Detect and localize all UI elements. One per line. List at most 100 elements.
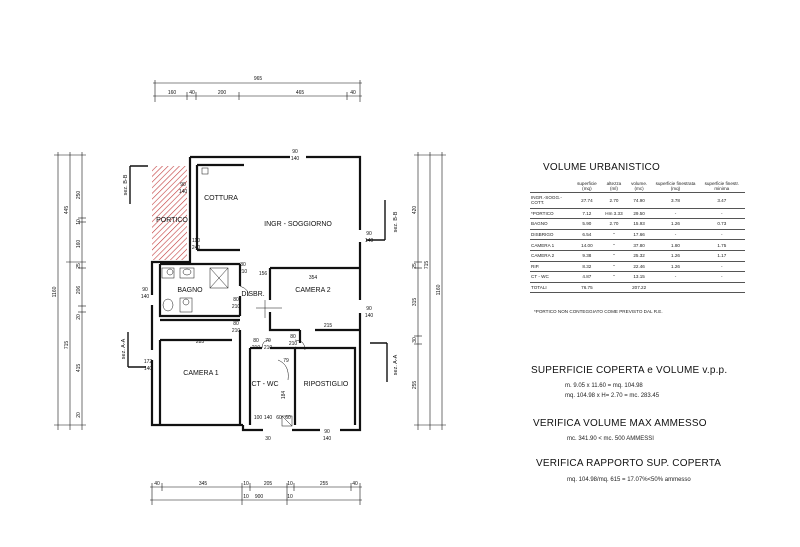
opening-entry-h: 240 <box>192 245 201 251</box>
dim-right-i1: 420 <box>412 206 418 215</box>
dim-bottom-3: 10 <box>243 481 249 487</box>
cell: 1.80 <box>652 239 699 251</box>
opening-cott-h: 140 <box>179 189 188 195</box>
dim-bottom-1: 40 <box>154 481 160 487</box>
superficie-title: SUPERFICIE COPERTA e VOLUME v.p.p. <box>531 365 728 376</box>
opening-bagno-door-w: 80 <box>233 297 239 303</box>
room-ripostiglio: RIPOSTIGLIO <box>304 381 349 388</box>
superficie-line-2: mq. 104.98 x H= 2.70 = mc. 283.45 <box>565 393 660 399</box>
dim-left-i6: 20 <box>76 314 82 320</box>
opening-ct-door-h: 210 <box>252 345 261 351</box>
opening-bagno-door-h: 210 <box>232 304 241 310</box>
cell: 7.12 <box>571 207 603 219</box>
dim-right-i4: 30 <box>412 337 418 343</box>
cell: - <box>698 271 745 283</box>
cell: 27.74 <box>571 192 603 209</box>
cell <box>602 281 626 294</box>
verifica-volume-title: VERIFICA VOLUME MAX AMMESSO <box>533 418 707 429</box>
cell: 37.80 <box>625 239 653 251</box>
dim-left-i8: 20 <box>76 412 82 418</box>
room-camera-1: CAMERA 1 <box>183 370 219 377</box>
cell: " <box>602 239 626 251</box>
opening-ct-door2-w: 70 <box>265 338 271 344</box>
header-col-3: volume. (mc) <box>631 181 648 191</box>
cell: CAMERA 1 <box>530 239 572 251</box>
opening-cam2-door-w: 80 <box>290 334 296 340</box>
verifica-rapporto-line: mq. 104.98/mq. 615 = 17.07%<50% ammesso <box>567 477 691 483</box>
dim-left-i2: 10 <box>76 219 82 225</box>
dim-bottom-5: 10 <box>287 481 293 487</box>
dim-left-2: 715 <box>64 341 70 350</box>
opening-ct-door-w: 80 <box>253 338 259 344</box>
dim-bottom-6: 255 <box>320 481 329 487</box>
cell: - <box>652 271 699 283</box>
section-bb-left: sez. B-B <box>123 174 129 195</box>
cell: " <box>602 249 626 262</box>
volume-title: VOLUME URBANISTICO <box>543 162 660 173</box>
cell <box>698 281 745 294</box>
cell: 74.90 <box>625 192 653 209</box>
opening-184: 184 <box>281 391 287 400</box>
dim-right-i5: 255 <box>412 381 418 390</box>
dim-bottom-2: 345 <box>199 481 208 487</box>
dim-bottom-sub2: 10 <box>287 494 293 500</box>
header-col-0 <box>530 180 572 193</box>
opening-cam1-door-h: 210 <box>232 328 241 334</box>
verifica-rapporto-title: VERIFICA RAPPORTO SUP. COPERTA <box>536 458 722 469</box>
right-dimensions <box>414 152 446 430</box>
bottom-dimensions <box>150 483 362 505</box>
cell: 1.26 <box>652 260 699 272</box>
dim-top-1: 160 <box>168 90 177 96</box>
cell: *PORTICO <box>530 207 572 219</box>
opening-bagno-top-w: 80 <box>240 262 246 268</box>
cell: " <box>602 271 626 283</box>
room-cottura: COTTURA <box>204 195 238 202</box>
dim-right-i2: 25 <box>412 263 418 269</box>
cell: 1.75 <box>698 239 745 251</box>
cell: 29.50 <box>625 207 653 219</box>
opening-bagno-w: 90 <box>142 287 148 293</box>
cell: 4.87 <box>571 271 603 283</box>
opening-entry-w: 110 <box>192 238 200 244</box>
cell: 1.26 <box>652 249 699 262</box>
cell: 76.75 <box>571 281 603 294</box>
opening-cam2-w: 90 <box>366 306 372 312</box>
room-portico: PORTICO <box>156 217 188 224</box>
opening-bagno-top-h: 210 <box>239 269 248 275</box>
cell: 207.22 <box>625 281 653 294</box>
header-col-2: altezza (ml) <box>606 181 622 191</box>
dim-left-i1: 250 <box>76 191 82 200</box>
cell: 17.66 <box>625 228 653 240</box>
cell: 15.93 <box>625 218 653 230</box>
portico-hatch <box>152 166 187 260</box>
cell: 2.70 <box>602 218 626 230</box>
opening-bottom-60b: 60 <box>285 415 291 421</box>
opening-disbr-len: 156 <box>259 271 268 277</box>
cell: 1.26 <box>652 218 699 230</box>
cell: " <box>602 260 626 272</box>
cell: TOTALI <box>530 281 572 294</box>
room-soggiorno: INGR - SOGGIORNO <box>264 221 332 228</box>
top-dimensions <box>153 80 362 102</box>
opening-cott-w: 90 <box>180 182 186 188</box>
cell: CAMERA 2 <box>530 249 572 262</box>
cell: - <box>698 228 745 240</box>
cell: CT - WC <box>530 271 572 283</box>
dim-right-total: 1160 <box>436 284 442 295</box>
header-col-5: superficie finestr. minima <box>704 181 740 191</box>
opening-sogg-h: 140 <box>365 238 374 244</box>
cell: 8.32 <box>571 260 603 272</box>
cell: BAGNO <box>530 218 572 230</box>
opening-cam2-h: 140 <box>365 313 374 319</box>
cell: 0.73 <box>698 218 745 230</box>
opening-cam2-door-h: 210 <box>289 341 298 347</box>
opening-cam1-h: 140 <box>144 366 153 372</box>
walls <box>150 155 362 432</box>
section-markers <box>127 165 388 382</box>
